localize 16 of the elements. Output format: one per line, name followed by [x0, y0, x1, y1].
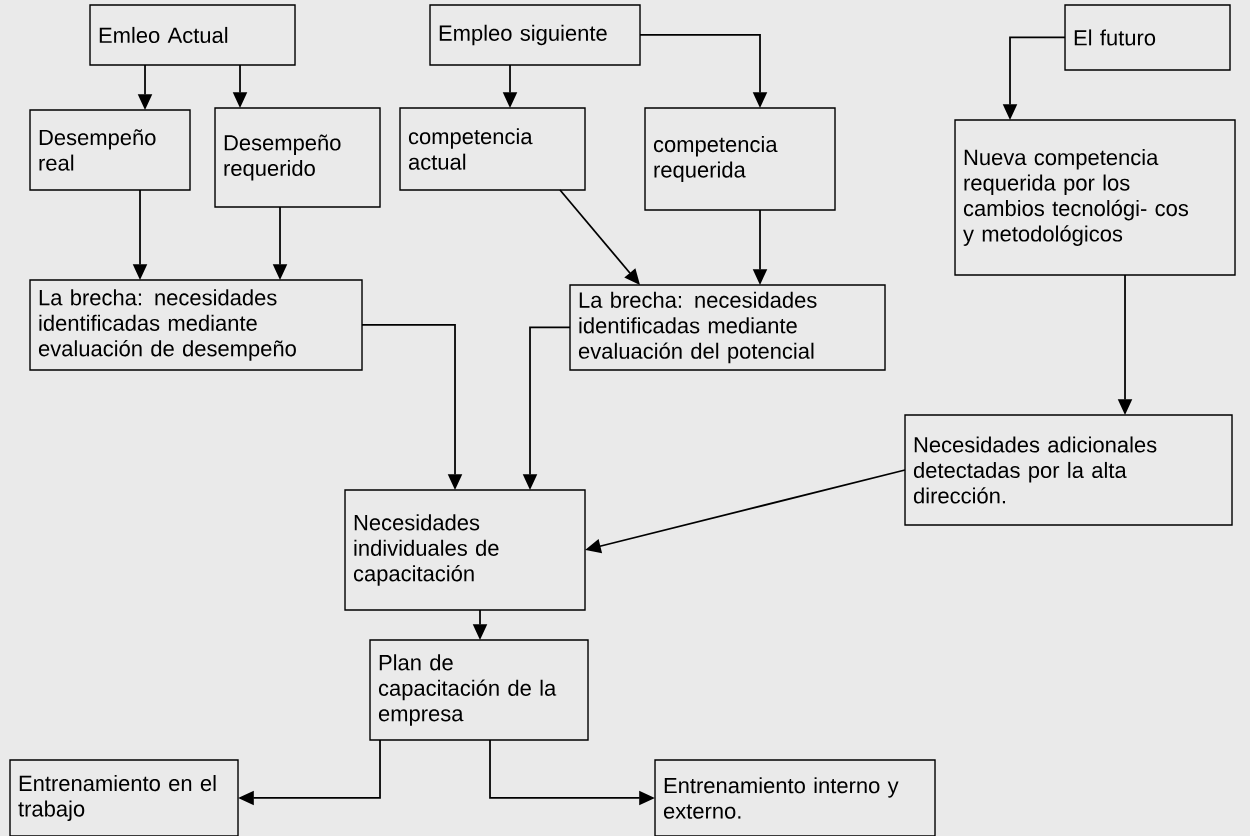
process-box: La brecha: necesidades identificadas mediante evaluación del potencial: [569, 284, 886, 371]
process-box: Entrenamiento en el trabajo: [9, 759, 239, 836]
process-box: Desempeño real: [29, 109, 191, 191]
process-box: Entrenamiento interno y externo.: [654, 759, 936, 836]
process-box: Necesidades adicionales detectadas por la alta dirección.: [904, 414, 1233, 526]
process-box: El futuro: [1064, 4, 1231, 71]
arrow: [559, 189, 640, 285]
process-box: Nueva competencia requerida por los cambios tecnológi- cos y metodológicos: [954, 119, 1236, 276]
process-box: Empleo siguiente: [429, 4, 641, 66]
process-box: Plan de capacitación de la empresa: [369, 639, 589, 741]
process-box: competencia requerida: [644, 107, 836, 211]
process-box: Emleo Actual: [89, 4, 296, 66]
process-box: Necesidades individuales de capacitación: [344, 489, 586, 611]
process-box: competencia actual: [399, 107, 586, 191]
process-box: Desempeño requerido: [214, 107, 381, 208]
process-box: La brecha: necesidades identificadas mediante evaluación de desempeño: [29, 279, 363, 371]
